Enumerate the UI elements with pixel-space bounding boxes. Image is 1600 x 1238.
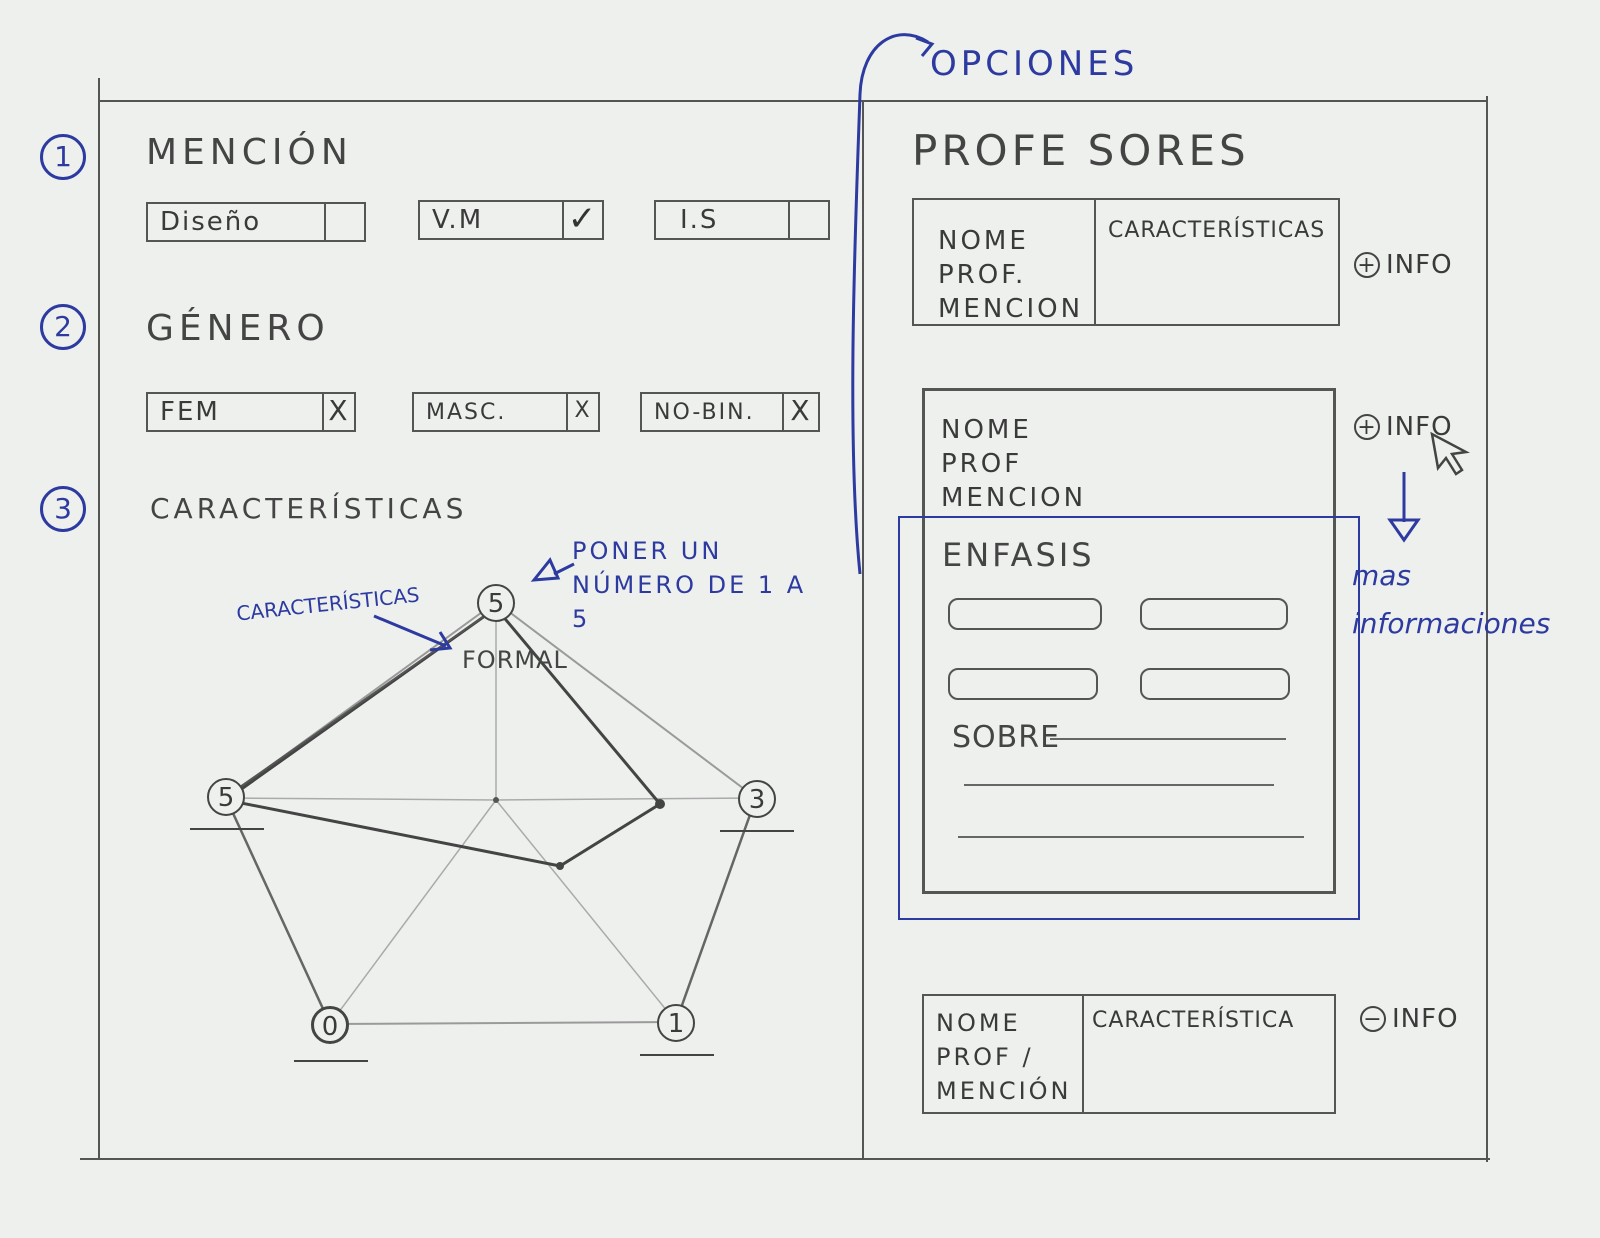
info-label: INFO (1386, 250, 1453, 280)
genero-option-label: MASC. (426, 399, 507, 425)
profesor-card-1[interactable]: NOME PROF. MENCION CARACTERÍSTICAS (912, 198, 1340, 326)
genero-checkbox-nobin[interactable]: X (782, 392, 818, 432)
options-arrow (851, 33, 935, 575)
mencion-checkbox-is[interactable] (788, 200, 828, 240)
plus-icon: + (1354, 414, 1380, 440)
cursor-icon (1430, 431, 1470, 476)
enfasis-tag-2[interactable] (1140, 598, 1288, 630)
enfasis-tag-3[interactable] (948, 668, 1098, 700)
sobre-text-line (1050, 738, 1286, 740)
mencion-option-label: I.S (680, 205, 719, 235)
radar-node-bottom-left[interactable]: 0 (311, 1006, 349, 1044)
profesor-card-name: NOME PROF / MENCIÓN (936, 1009, 1072, 1105)
mencion-checkbox-vm[interactable]: ✓ (562, 200, 602, 240)
enfasis-tag-4[interactable] (1140, 668, 1290, 700)
radar-node-bottom-left-underline (294, 1060, 368, 1062)
frame-bottom (80, 1158, 1490, 1160)
genero-checkbox-fem[interactable]: X (322, 392, 354, 432)
caracteristicas-title: CARACTERÍSTICAS (150, 492, 468, 525)
annotation-caracteristicas-arrow (373, 614, 453, 652)
radar-node-left[interactable]: 5 (207, 778, 245, 816)
genero-option-fem[interactable]: FEM X (146, 392, 356, 432)
profesores-title: PROFE SORES (912, 126, 1250, 175)
frame-left (98, 78, 100, 1158)
profesor-card-2[interactable]: NOME PROF MENCION (922, 388, 1336, 894)
section-number-3: 3 (40, 486, 86, 532)
enfasis-label: ENFASIS (942, 536, 1095, 574)
enfasis-tag-1[interactable] (948, 598, 1102, 630)
mencion-option-vm[interactable]: V.M ✓ (418, 200, 604, 240)
radar-axis-label-formal: FORMAL (462, 646, 568, 674)
annotation-poner-arrow (530, 557, 575, 582)
radar-node-right[interactable]: 3 (738, 780, 776, 818)
profesor-card-caracteristicas: CARACTERÍSTICA (1092, 1008, 1295, 1033)
info-button-2[interactable]: + INFO (1354, 412, 1453, 442)
sobre-text-line (958, 836, 1304, 838)
profesor-card-name: NOME PROF. MENCION (938, 226, 1084, 324)
info-button-1[interactable]: + INFO (1354, 250, 1453, 280)
radar-chart (222, 600, 758, 1026)
card-separator (1082, 996, 1084, 1114)
mencion-option-label: V.M (432, 205, 484, 235)
arrow-down-icon (1387, 472, 1421, 543)
sobre-text-line (964, 784, 1274, 786)
mencion-title: MENCIÓN (146, 132, 353, 173)
plus-icon: + (1354, 252, 1380, 278)
radar-node-bottom-right-underline (640, 1054, 714, 1056)
info-label: INFO (1386, 412, 1453, 442)
mencion-option-diseno[interactable]: Diseño (146, 202, 366, 242)
annotation-poner-numero: PONER UN NÚMERO DE 1 A 5 (572, 537, 807, 633)
section-number-1: 1 (40, 134, 86, 180)
sobre-label: SOBRE (952, 720, 1061, 755)
genero-option-label: FEM (160, 397, 220, 427)
frame-right (1486, 96, 1488, 1162)
profesor-card-3[interactable]: NOME PROF / MENCIÓN CARACTERÍSTICA (922, 994, 1336, 1114)
options-label: OPCIONES (930, 44, 1139, 84)
radar-node-right-underline (720, 830, 794, 832)
frame-divider (862, 100, 864, 1160)
frame-top (98, 100, 1488, 102)
genero-option-masc[interactable]: MASC. X (412, 392, 600, 432)
mencion-option-label: Diseño (160, 207, 262, 237)
annotation-mas-informaciones: mas informaciones (1352, 559, 1551, 640)
section-number-2: 2 (40, 304, 86, 350)
info-button-3[interactable]: − INFO (1360, 1004, 1459, 1034)
expanded-details-panel: ENFASIS SOBRE (898, 516, 1360, 920)
profesor-card-caracteristicas: CARACTERÍSTICAS (1108, 218, 1326, 243)
genero-checkbox-masc[interactable]: X (566, 392, 598, 432)
mencion-option-is[interactable]: I.S (654, 200, 830, 240)
genero-title: GÉNERO (146, 308, 330, 349)
info-label: INFO (1392, 1004, 1459, 1034)
genero-option-label: NO-BIN. (654, 399, 755, 425)
radar-node-top[interactable]: 5 (477, 584, 515, 622)
minus-icon: − (1360, 1006, 1386, 1032)
mencion-checkbox-diseno[interactable] (324, 202, 364, 242)
card-separator (1094, 200, 1096, 326)
profesor-card-name: NOME PROF MENCION (941, 415, 1087, 513)
genero-option-nobin[interactable]: NO-BIN. X (640, 392, 820, 432)
radar-node-left-underline (190, 828, 264, 830)
radar-node-bottom-right[interactable]: 1 (657, 1004, 695, 1042)
